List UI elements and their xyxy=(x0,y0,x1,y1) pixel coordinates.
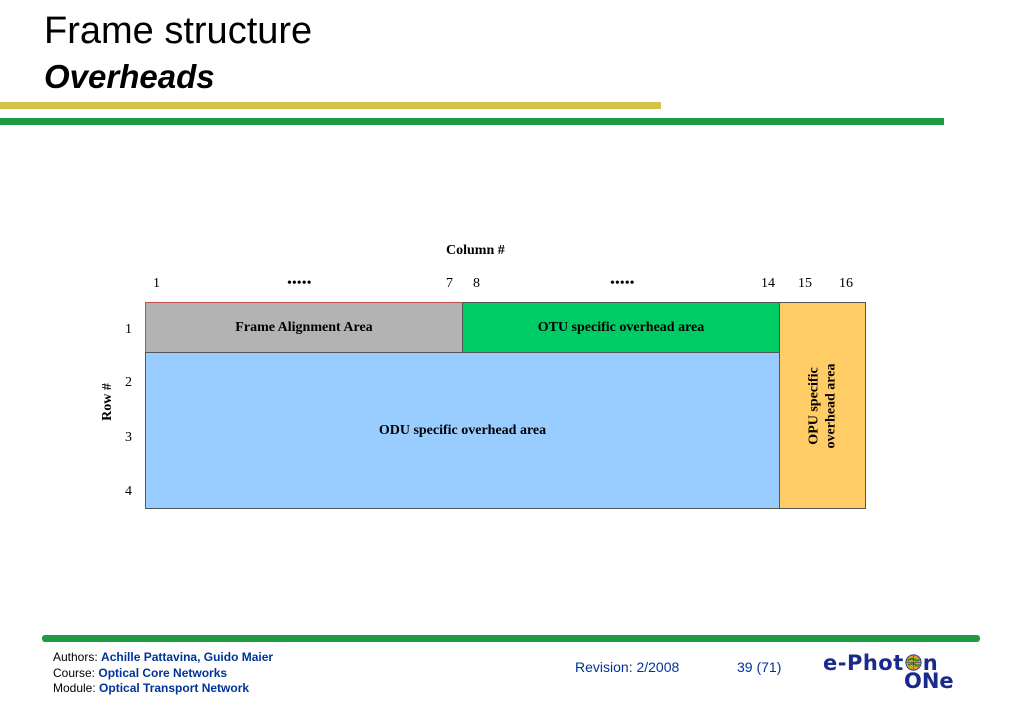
footer-module: Module: Optical Transport Network xyxy=(53,681,273,697)
odu-overhead-area: ODU specific overhead area xyxy=(145,352,780,509)
logo-text-start: e-Phot xyxy=(823,651,904,675)
opu-label-line1: OPU specific xyxy=(806,366,822,445)
column-number: 14 xyxy=(761,276,775,291)
column-ellipsis: ••••• xyxy=(287,276,312,291)
course-label: Course: xyxy=(53,665,99,680)
frame-alignment-area: Frame Alignment Area xyxy=(145,302,463,353)
page-number: 39 (71) xyxy=(737,659,782,675)
e-photon-one-logo: e-Phot n ONe xyxy=(820,648,970,696)
otu-overhead-label: OTU specific overhead area xyxy=(537,319,705,335)
footer-course: Course: Optical Core Networks xyxy=(53,666,273,682)
course-value: Optical Core Networks xyxy=(98,665,228,680)
column-header: Column # xyxy=(446,243,505,258)
column-number: 7 xyxy=(446,276,453,291)
authors-value: Achille Pattavina, Guido Maier xyxy=(101,650,274,664)
footer-credits: Authors: Achille Pattavina, Guido Maier … xyxy=(53,650,273,697)
frame-alignment-label: Frame Alignment Area xyxy=(235,319,373,335)
authors-label: Authors: xyxy=(53,650,102,664)
row-number: 3 xyxy=(125,430,132,445)
module-value: Optical Transport Network xyxy=(99,681,250,695)
logo-text-end: n xyxy=(922,651,939,675)
globe-icon xyxy=(905,654,922,671)
footer-divider-green xyxy=(42,635,980,642)
row-number: 2 xyxy=(125,375,132,390)
page-title: Frame structure xyxy=(44,10,313,52)
logo-text-line2: ONe xyxy=(904,669,954,693)
opu-overhead-area: OPU specific overhead area xyxy=(779,302,866,509)
odu-overhead-label: ODU specific overhead area xyxy=(378,422,547,438)
module-label: Module: xyxy=(53,681,100,695)
column-ellipsis: ••••• xyxy=(610,276,635,291)
row-number: 4 xyxy=(125,484,132,499)
otu-overhead-area: OTU specific overhead area xyxy=(462,302,780,353)
opu-overhead-label: OPU specific overhead area xyxy=(805,363,839,448)
logo-text-line1: e-Phot n xyxy=(823,651,938,675)
title-divider-green xyxy=(0,118,944,125)
column-number: 16 xyxy=(839,276,853,291)
revision-text: Revision: 2/2008 xyxy=(575,659,680,675)
opu-label-line2: overhead area xyxy=(823,363,839,448)
row-header: Row # xyxy=(99,383,119,424)
row-number: 1 xyxy=(125,322,132,337)
title-divider-yellow xyxy=(0,102,661,109)
column-number: 8 xyxy=(473,276,480,291)
page-subtitle: Overheads xyxy=(44,58,215,95)
footer-authors: Authors: Achille Pattavina, Guido Maier xyxy=(53,650,273,666)
column-number: 1 xyxy=(153,276,160,291)
column-number: 15 xyxy=(798,276,812,291)
row-header-label: Row # xyxy=(99,383,115,421)
